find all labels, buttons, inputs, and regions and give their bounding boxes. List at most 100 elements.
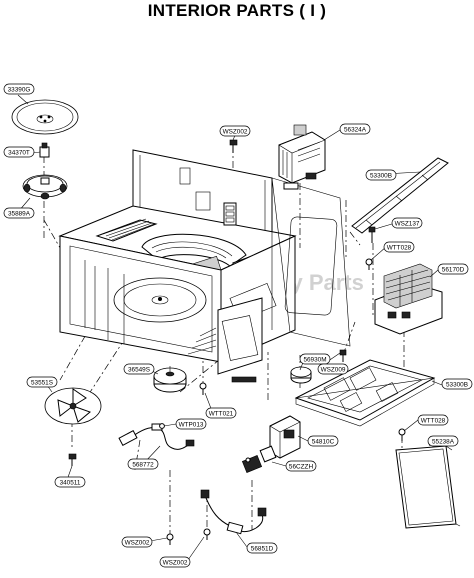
callout-box [427,435,459,447]
transformer [374,263,443,335]
switch-holder [269,415,301,459]
callout-box [121,536,153,548]
callout-340511: 340511 [54,476,86,488]
callout-56877z: 568772 [127,458,159,470]
callout-label: 56930M [303,356,326,363]
screw-wtp013 [159,423,165,429]
callout-56851d: 56851D [246,542,278,554]
callout-box [417,414,449,426]
screw-wsz002-bottom [166,528,211,545]
callout-label: 54810C [312,438,335,445]
callout-wtt021: WTT021 [205,407,237,419]
callout-box [3,146,35,158]
callout-box [26,376,58,388]
callout-label: 53300B [446,381,468,388]
callout-wtt028-top: WTT028 [383,241,415,253]
callout-wsz009: WSZ009 [317,363,349,375]
callout-56170d: 56170D [437,263,469,275]
callout-label: 35889A [8,210,31,217]
callout-box [299,353,331,365]
callout-wsz137: WSZ137 [391,217,423,229]
callout-box [205,407,237,419]
screw-340511 [68,453,77,466]
stirrer-fan [44,387,102,425]
cover-panel [395,445,461,529]
callout-55238a: 55238A [427,435,459,447]
wire-harness [118,423,195,450]
callout-label: 568772 [132,461,154,468]
callout-label: 340511 [60,479,81,486]
callout-box [441,378,473,390]
callout-label: WTP013 [179,421,204,428]
callout-label: WTT021 [209,410,234,417]
screw-wsz009 [339,349,347,362]
roller-ring [22,174,68,200]
callout-box [127,458,159,470]
callout-33390g: 33390G [3,83,35,95]
callout-box [123,363,155,375]
callout-label: WSZ137 [395,220,420,227]
callout-label: WTT028 [387,244,412,251]
callout-35889a: 35889A [3,207,35,219]
callout-box [175,418,207,430]
callout-label: 55238A [432,438,455,445]
callout-box [219,125,251,137]
lower-wire-harness [200,489,267,535]
screw-wtt028-bottom [398,428,406,441]
callouts: 33390G 34370T 35889A WSZ002 56324A 53300B WSZ1… [3,83,473,568]
callout-53300b-bot: 53300B [441,378,473,390]
callout-label: WSZ002 [223,128,248,135]
callout-wtp013: WTP013 [175,418,207,430]
callout-box [159,556,191,568]
callout-label: WSZ009 [321,366,346,373]
callout-53551s: 53551S [26,376,58,388]
callout-label: WSZ002 [163,559,188,566]
callout-label: 53300B [370,172,392,179]
callout-label: 56324A [344,126,367,133]
base-plate [294,359,436,427]
oven-cavity [58,149,297,363]
callout-box [246,542,278,554]
screw-wtt028-top [365,258,373,270]
callout-box [54,476,86,488]
callout-56324a: 56324A [339,123,371,135]
callout-label: 34370T [8,149,30,156]
callout-box [391,217,423,229]
callout-label: WSZ002 [125,539,150,546]
callout-wsz002-top: WSZ002 [219,125,251,137]
callout-box [307,435,339,447]
cavity-hatch [187,327,217,355]
callout-label: WTT028 [421,417,446,424]
page-title: INTERIOR PARTS ( I ) [147,1,327,20]
callout-wsz002-b2: WSZ002 [159,556,191,568]
callout-box [437,263,469,275]
callout-36549s: 36549S [123,363,155,375]
callout-wsz002-b1: WSZ002 [121,536,153,548]
callout-label: 56851D [251,545,274,552]
screw-wsz002-top [229,139,238,153]
callout-label: 36549S [128,366,150,373]
callout-box [339,123,371,135]
callout-label: 33390G [8,86,31,93]
callout-56930m: 56930M [299,353,331,365]
callout-53300b-top: 53300B [365,169,397,181]
callout-box [3,83,35,95]
turntable-tray [11,99,79,135]
thermal-cutoff [290,366,312,384]
top-vent-grille [95,218,158,242]
callout-box [365,169,397,181]
callout-56czzh: 56CZZH [285,460,317,472]
callout-34370t: 34370T [3,146,35,158]
callout-label: 53551S [31,379,53,386]
callout-box [3,207,35,219]
upper-rail [351,157,449,234]
screw-wsz137 [368,226,376,243]
outer-back-frame [217,177,351,383]
callout-box [285,460,317,472]
turntable-motor [153,366,187,393]
callout-box [383,241,415,253]
coupler-part [39,142,50,158]
callout-wtt028-bot: WTT028 [417,414,449,426]
